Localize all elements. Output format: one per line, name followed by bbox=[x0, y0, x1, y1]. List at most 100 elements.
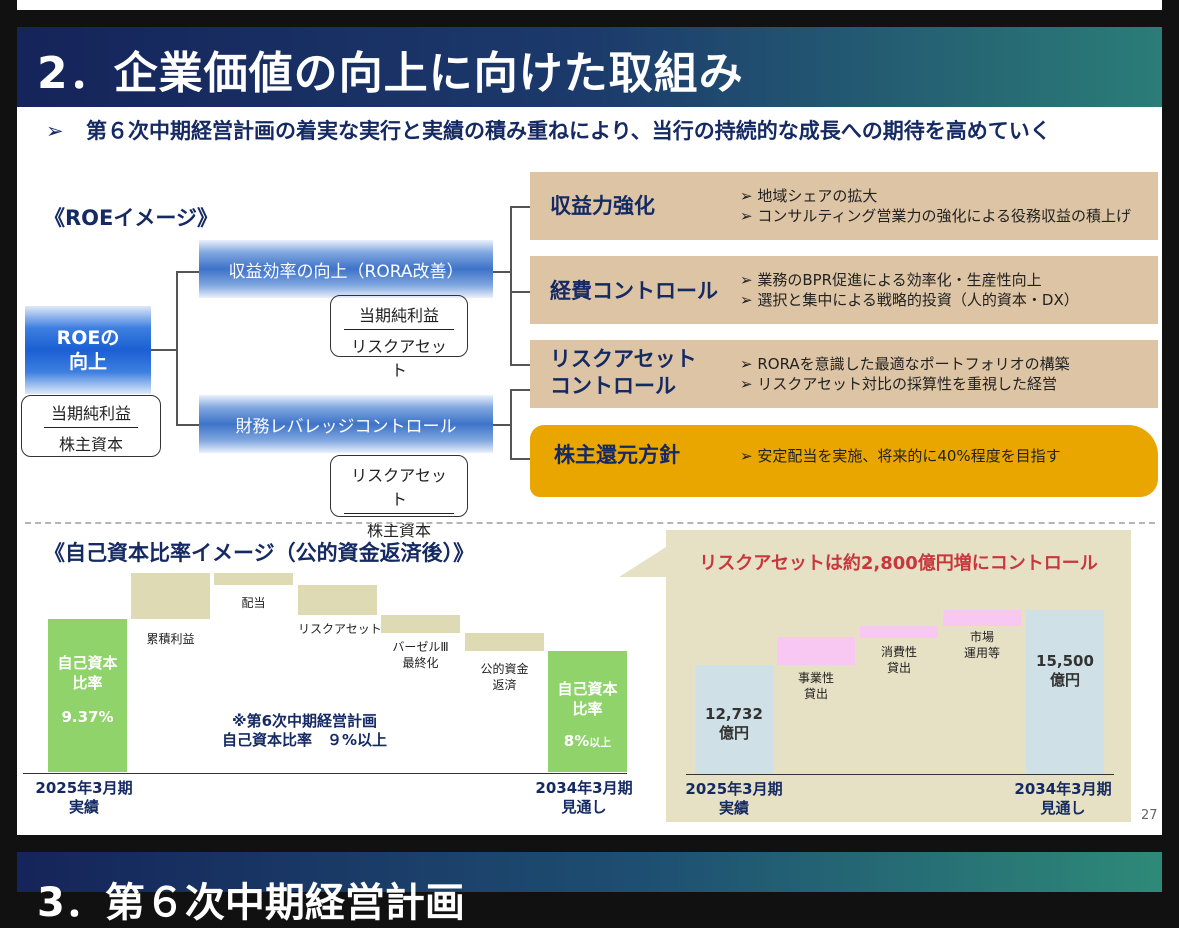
rora-fraction-denominator: リスクアセット bbox=[351, 337, 447, 380]
callout-pointer bbox=[619, 547, 666, 577]
leverage-fraction-denominator: 株主資本 bbox=[366, 521, 431, 540]
risk-step-consumer-loans-line2: 貸出 bbox=[886, 661, 911, 675]
measure-shareholder-return-label: 株主還元方針 bbox=[554, 443, 680, 467]
roe-fraction-denominator: 株主資本 bbox=[58, 435, 123, 454]
equity-start-bar-line1: 自己資本 bbox=[57, 654, 118, 672]
risk-x-end-line2: 見通し bbox=[1040, 799, 1086, 817]
equity-end-bar: 自己資本 比率 8%以上 bbox=[548, 651, 627, 772]
measure-expenses-point: ➢ 業務のBPR促進による効率化・生産性向上 bbox=[740, 271, 1042, 289]
step-public-funds-label-line1: 公的資金 bbox=[480, 662, 529, 676]
measure-risk-asset-label-line1: リスクアセット bbox=[550, 347, 697, 371]
measure-expenses-points: ➢ 業務のBPR促進による効率化・生産性向上 ➢ 選択と集中による戦略的投資（人… bbox=[740, 270, 1079, 310]
measure-shareholder-return-points: ➢ 安定配当を実施、将来的に40%程度を目指す bbox=[740, 446, 1061, 466]
section-divider bbox=[25, 522, 1155, 524]
risk-end-value: 15,500 億円 bbox=[1026, 652, 1104, 690]
risk-step-market-bar bbox=[943, 610, 1021, 626]
risk-step-consumer-loans-label: 消費性 貸出 bbox=[860, 644, 938, 676]
step-public-funds-bar bbox=[465, 633, 544, 651]
equity-x-start: 2025年3月期 実績 bbox=[25, 779, 143, 817]
step-basel-bar bbox=[381, 615, 460, 633]
previous-slide-edge bbox=[17, 0, 1162, 10]
equity-plan-note-line1: ※第6次中期経営計画 bbox=[232, 712, 378, 730]
measure-risk-asset-points: ➢ RORAを意識した最適なポートフォリオの構築 ➢ リスクアセット対比の採算性… bbox=[740, 354, 1070, 394]
risk-step-business-loans-line1: 事業性 bbox=[797, 671, 834, 685]
measure-expenses-point: ➢ 選択と集中による戦略的投資（人的資本・DX） bbox=[740, 291, 1079, 309]
risk-start-value-line2: 億円 bbox=[718, 724, 749, 742]
measure-earnings-points: ➢ 地域シェアの拡大 ➢ コンサルティング営業力の強化による役務収益の積上げ bbox=[740, 186, 1131, 226]
step-dividend-bar bbox=[214, 573, 293, 585]
measure-risk-asset-label-line2: コントロール bbox=[550, 374, 676, 398]
equity-end-bar-value: 8% bbox=[563, 732, 590, 750]
roe-box-line2: 向上 bbox=[68, 351, 107, 373]
equity-end-bar-line2: 比率 bbox=[572, 700, 603, 718]
risk-asset-panel: リスクアセットは約2,800億円増にコントロール 12,732 億円 事業性 貸… bbox=[666, 530, 1131, 822]
equity-baseline bbox=[23, 773, 627, 774]
leverage-fraction-bracket bbox=[330, 455, 468, 517]
risk-x-end-line1: 2034年3月期 bbox=[1014, 780, 1112, 798]
measure-earnings-point: ➢ コンサルティング営業力の強化による役務収益の積上げ bbox=[740, 207, 1131, 225]
title-bar: 2．企業価値の向上に向けた取組み bbox=[17, 27, 1162, 107]
step-cumulative-profit-label: 累積利益 bbox=[146, 632, 195, 646]
risk-step-market-line1: 市場 bbox=[969, 630, 994, 644]
risk-x-start: 2025年3月期 実績 bbox=[675, 780, 793, 818]
equity-x-start-line2: 実績 bbox=[68, 798, 99, 816]
rora-fraction-bracket bbox=[330, 295, 468, 357]
measure-risk-asset: リスクアセット コントロール ➢ RORAを意識した最適なポートフォリオの構築 … bbox=[530, 340, 1158, 408]
step-basel-label-line1: バーゼルⅢ bbox=[392, 640, 449, 654]
rora-fraction-numerator: 当期純利益 bbox=[344, 302, 454, 330]
measure-expenses: 経費コントロール ➢ 業務のBPR促進による効率化・生産性向上 ➢ 選択と集中に… bbox=[530, 256, 1158, 324]
lead-bullet-text: 第６次中期経営計画の着実な実行と実績の積み重ねにより、当行の持続的な成長への期待… bbox=[86, 119, 1051, 143]
risk-x-start-line1: 2025年3月期 bbox=[685, 780, 783, 798]
risk-step-market-line2: 運用等 bbox=[963, 646, 1000, 660]
equity-x-start-line1: 2025年3月期 bbox=[35, 779, 133, 797]
step-public-funds-label: 公的資金 返済 bbox=[465, 661, 544, 693]
measure-earnings: 収益力強化 ➢ 地域シェアの拡大 ➢ コンサルティング営業力の強化による役務収益… bbox=[530, 172, 1158, 240]
equity-x-end: 2034年3月期 見通し bbox=[525, 779, 643, 817]
branch-leverage: 財務レバレッジコントロール bbox=[199, 395, 493, 453]
risk-asset-panel-title: リスクアセットは約2,800億円増にコントロール bbox=[699, 553, 1098, 574]
step-basel-label-line2: 最終化 bbox=[402, 656, 439, 670]
equity-plan-note-line2: 自己資本比率 ９%以上 bbox=[222, 731, 388, 749]
equity-plan-note: ※第6次中期経営計画 自己資本比率 ９%以上 bbox=[222, 712, 387, 750]
bullet-arrow-icon: ➢ bbox=[46, 119, 64, 143]
risk-start-value: 12,732 億円 bbox=[695, 705, 773, 743]
risk-step-consumer-loans-bar bbox=[860, 626, 938, 638]
step-risk-asset-label: リスクアセット bbox=[298, 622, 382, 636]
equity-end-bar-suffix: 以上 bbox=[589, 736, 612, 749]
equity-start-bar-line2: 比率 bbox=[72, 674, 103, 692]
page-number: 27 bbox=[1141, 808, 1158, 823]
next-slide-title: 3．第６次中期経営計画 bbox=[37, 880, 465, 926]
leverage-fraction-numerator: リスクアセット bbox=[344, 462, 454, 514]
step-cumulative-profit-bar bbox=[131, 573, 210, 619]
risk-x-end: 2034年3月期 見通し bbox=[1004, 780, 1122, 818]
next-slide-edge: 3．第６次中期経営計画 bbox=[17, 852, 1162, 926]
equity-end-bar-line1: 自己資本 bbox=[557, 680, 618, 698]
measure-risk-asset-point: ➢ リスクアセット対比の採算性を重視した経営 bbox=[740, 375, 1058, 393]
tree-connector-lines bbox=[151, 206, 530, 460]
risk-end-value-line1: 15,500 bbox=[1036, 652, 1094, 670]
roe-heading: 《ROEイメージ》 bbox=[44, 206, 218, 230]
risk-end-bar bbox=[1026, 610, 1104, 775]
roe-box-line1: ROEの bbox=[56, 327, 120, 349]
equity-x-end-line2: 見通し bbox=[561, 798, 607, 816]
slide: 2．企業価値の向上に向けた取組み ➢ 第６次中期経営計画の着実な実行と実績の積み… bbox=[17, 27, 1162, 835]
risk-x-start-line2: 実績 bbox=[718, 799, 749, 817]
equity-heading: 《自己資本比率イメージ（公的資金返済後）》 bbox=[44, 541, 475, 565]
risk-step-business-loans-line2: 貸出 bbox=[803, 687, 828, 701]
risk-step-consumer-loans-line1: 消費性 bbox=[880, 645, 917, 659]
step-public-funds-label-line2: 返済 bbox=[492, 678, 517, 692]
shareholder-return-highlight bbox=[530, 425, 1158, 497]
risk-start-value-line1: 12,732 bbox=[705, 705, 763, 723]
branch-leverage-label: 財務レバレッジコントロール bbox=[235, 416, 457, 437]
risk-start-bar bbox=[695, 665, 773, 775]
risk-step-business-loans-label: 事業性 貸出 bbox=[777, 670, 855, 702]
step-basel-label: バーゼルⅢ 最終化 bbox=[381, 639, 460, 671]
slide-title: 2．企業価値の向上に向けた取組み bbox=[37, 48, 744, 99]
risk-step-business-loans-bar bbox=[777, 637, 855, 665]
branch-rora: 収益効率の向上（RORA改善） bbox=[199, 240, 493, 298]
roe-box: ROEの 向上 bbox=[25, 306, 151, 394]
roe-fraction-bracket bbox=[21, 395, 161, 457]
measure-shareholder-return-point: ➢ 安定配当を実施、将来的に40%程度を目指す bbox=[740, 447, 1061, 465]
rora-fraction: 当期純利益 リスクアセット bbox=[344, 302, 454, 381]
equity-start-bar-value: 9.37% bbox=[61, 708, 114, 726]
